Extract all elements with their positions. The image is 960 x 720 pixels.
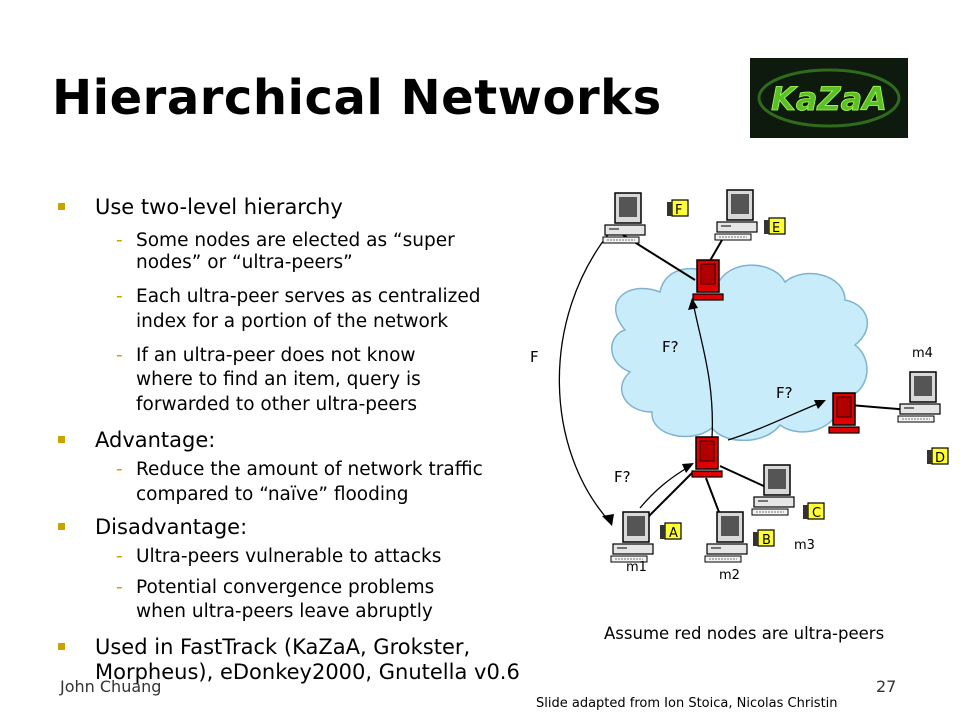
ultrapeer-node-icon (828, 392, 860, 434)
file-label: B (762, 533, 771, 548)
file-label: A (669, 526, 678, 541)
f-response-arrow (558, 231, 611, 523)
link-f-host-ultra (611, 227, 696, 281)
file-label: E (772, 221, 780, 236)
query-arrow-m1 (639, 465, 691, 509)
host-computer-icon (704, 511, 748, 563)
machine-label-m4: m4 (912, 346, 933, 361)
query-arrow-right (727, 401, 823, 441)
link-m3-ultra (719, 465, 769, 489)
edge-label-f: F (530, 348, 539, 366)
network-cloud (611, 264, 869, 442)
host-computer-icon (714, 189, 758, 241)
machine-label-m2: m2 (719, 568, 740, 583)
host-computer-icon (610, 511, 654, 563)
edge-label-query: F? (776, 384, 793, 402)
query-arrow-up (692, 301, 714, 439)
logo-text: KaZaA (771, 80, 887, 118)
diagram-caption: Assume red nodes are ultra-peers (604, 624, 885, 643)
machine-label-m3: m3 (794, 538, 815, 553)
footer-author: John Chuang (60, 677, 162, 696)
host-computer-icon (602, 192, 646, 244)
footer-credit: Slide adapted from Ion Stoica, Nicolas C… (536, 696, 838, 711)
ultrapeer-node-icon (691, 436, 723, 478)
edge-label-query: F? (614, 468, 631, 486)
file-label: D (935, 451, 945, 466)
edge-label-query: F? (662, 338, 679, 356)
ultrapeer-node-icon (692, 259, 724, 301)
file-label: F (675, 203, 682, 218)
slide-title: Hierarchical Networks (52, 70, 662, 126)
host-computer-icon (897, 371, 941, 423)
machine-label-m1: m1 (626, 560, 647, 575)
host-computer-icon (751, 464, 795, 516)
page-number: 27 (876, 677, 897, 696)
file-label: C (812, 506, 821, 521)
kazaa-logo: KaZaA (750, 58, 908, 138)
